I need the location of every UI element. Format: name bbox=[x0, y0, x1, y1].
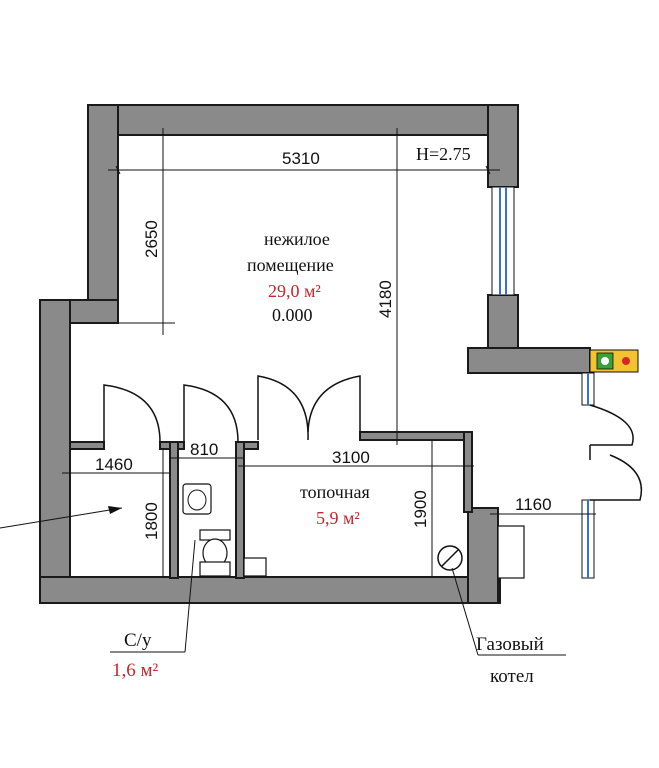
dim-boiler-depth: 1900 bbox=[411, 490, 430, 528]
room-main-name-line1: нежилое bbox=[264, 229, 330, 249]
room-boiler-area: 5,9 м² bbox=[316, 508, 360, 528]
partition-wc-left bbox=[169, 441, 179, 579]
callout-gas-line1: Газовый bbox=[476, 634, 544, 655]
dim-main-depth-right: 4180 bbox=[376, 280, 395, 318]
dim-hall-depth: 1800 bbox=[142, 502, 161, 540]
door-boiler-left-leaf bbox=[257, 375, 309, 441]
boiler-room-cabinet bbox=[243, 557, 267, 577]
warning-sign bbox=[589, 349, 639, 373]
leader-left-arrow bbox=[108, 506, 122, 514]
wall-upper-left bbox=[87, 104, 119, 324]
walls bbox=[39, 104, 591, 604]
dim-main-width: 5310 bbox=[282, 149, 320, 168]
dim-tick bbox=[485, 165, 491, 175]
leader-wc bbox=[184, 539, 196, 653]
height-label: H=2.75 bbox=[416, 144, 471, 164]
wall-lower-right bbox=[467, 507, 499, 604]
door-hall bbox=[103, 384, 161, 443]
callout-wc-name: С/у bbox=[124, 630, 152, 651]
partition-boiler-top-right bbox=[359, 431, 473, 441]
dim-entry-width: 1160 bbox=[515, 495, 552, 514]
room-boiler-name: топочная bbox=[300, 482, 370, 502]
wall-right-upper bbox=[487, 104, 519, 188]
door-boiler-right-leaf bbox=[307, 375, 361, 433]
fixtures bbox=[182, 483, 525, 579]
room-main-area: 29,0 м² bbox=[268, 281, 321, 301]
toilet-base-icon bbox=[199, 561, 231, 577]
sign-red-dot-icon bbox=[622, 357, 630, 365]
entrance-door bbox=[589, 404, 643, 501]
room-main-name-line2: помещение bbox=[247, 255, 334, 275]
entry-cabinet bbox=[497, 525, 525, 579]
room-main-level: 0.000 bbox=[272, 305, 313, 325]
partition-hall-top bbox=[69, 441, 105, 450]
labels: H=2.75 5310 2650 4180 нежилое помещение … bbox=[95, 144, 552, 687]
wall-bottom bbox=[39, 576, 501, 604]
partition-wc-right bbox=[235, 441, 245, 579]
dim-main-depth-left: 2650 bbox=[142, 220, 161, 258]
door-wc bbox=[183, 384, 239, 443]
entrance-door-leaf-bottom bbox=[590, 454, 643, 501]
callout-leaders bbox=[0, 506, 566, 656]
dim-hall-width: 1460 bbox=[95, 455, 133, 474]
sign-figure-icon bbox=[601, 357, 609, 365]
sink-bowl-icon bbox=[187, 489, 207, 511]
dim-boiler-width: 3100 bbox=[332, 448, 370, 467]
partition-boiler-right bbox=[463, 431, 473, 513]
entrance-door-leaf-top bbox=[589, 404, 634, 446]
dim-tick bbox=[115, 165, 121, 175]
gas-boiler-icon bbox=[441, 549, 459, 567]
dimension-lines bbox=[62, 128, 596, 578]
interior-doors bbox=[103, 375, 361, 443]
window-right bbox=[491, 186, 515, 296]
leader-left bbox=[0, 507, 123, 529]
wall-right-step bbox=[467, 347, 591, 374]
wall-lower-left bbox=[39, 299, 71, 593]
leader-gas-boiler bbox=[451, 567, 479, 656]
dim-wc-width: 810 bbox=[190, 440, 218, 459]
windows bbox=[491, 186, 595, 579]
callout-gas-line2: котел bbox=[490, 666, 534, 687]
wall-top bbox=[87, 104, 519, 136]
callout-wc-area: 1,6 м² bbox=[112, 660, 159, 681]
